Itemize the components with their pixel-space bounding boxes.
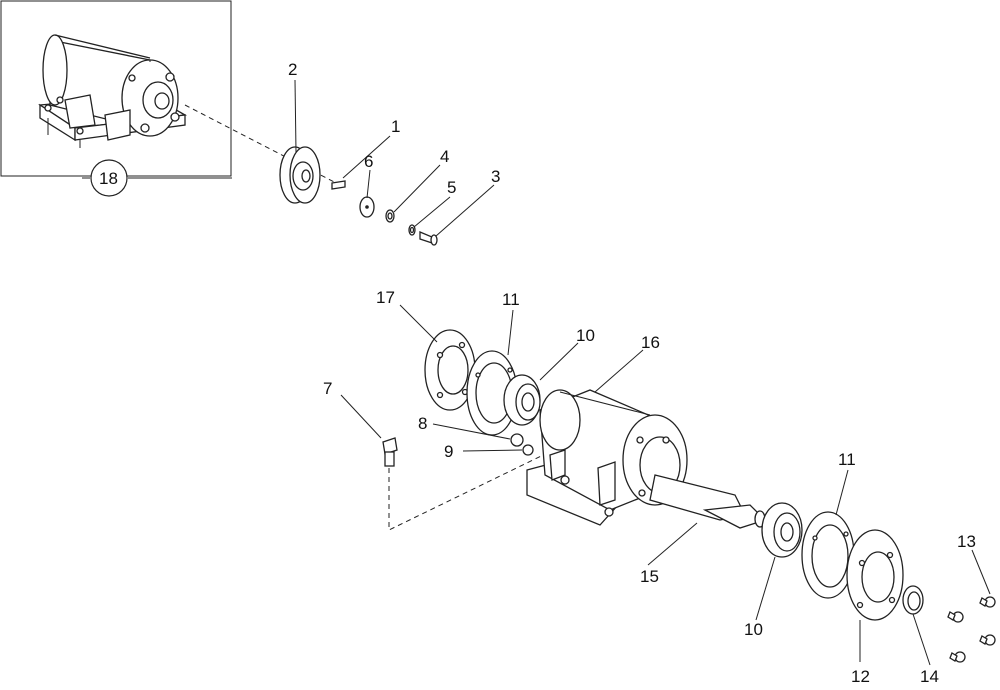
bearing-lower <box>761 502 803 558</box>
key <box>331 180 346 190</box>
motor-inset <box>0 0 232 177</box>
washer-large <box>359 196 375 218</box>
gasket-upper <box>466 350 518 436</box>
label-part-14: 14 <box>920 667 939 686</box>
worm-shaft <box>649 474 767 529</box>
end-flange <box>424 329 476 411</box>
label-part-2: 2 <box>288 60 297 79</box>
label-part-17: 17 <box>376 288 395 307</box>
label-part-15: 15 <box>640 567 659 586</box>
cover-screws <box>947 596 996 663</box>
label-part-18: 18 <box>99 169 118 188</box>
label-part-11-upper: 11 <box>502 290 520 309</box>
sealing-ring <box>522 444 534 456</box>
label-part-12: 12 <box>851 667 870 686</box>
washer-flat <box>385 209 395 223</box>
bolt-axis-line <box>388 424 606 531</box>
label-part-5: 5 <box>447 178 456 197</box>
drain-plug <box>510 433 524 447</box>
label-part-9: 9 <box>444 442 453 461</box>
label-part-6: 6 <box>364 152 373 171</box>
label-part-10-lower: 10 <box>744 620 763 639</box>
bearing-upper <box>503 374 541 426</box>
label-part-11-lower: 11 <box>838 450 856 469</box>
label-part-13: 13 <box>957 532 976 551</box>
gasket-lower <box>801 511 855 599</box>
label-part-4: 4 <box>440 147 449 166</box>
label-part-7: 7 <box>323 379 332 398</box>
leader-lines <box>82 79 991 666</box>
label-part-8: 8 <box>418 414 427 433</box>
label-part-1: 1 <box>391 117 400 136</box>
oil-seal <box>902 585 924 615</box>
lock-washer <box>408 224 416 236</box>
part-labels: 2 1 6 4 5 3 17 11 10 16 7 8 9 11 13 15 1… <box>90 60 976 686</box>
label-part-10-upper: 10 <box>576 326 595 345</box>
label-part-3: 3 <box>491 167 500 186</box>
bearing-cover <box>846 529 904 621</box>
gearbox-housing <box>526 389 688 526</box>
pulley-bolt <box>419 231 438 246</box>
pulley <box>279 146 321 204</box>
bolt-hex <box>382 437 398 467</box>
label-part-16: 16 <box>641 333 660 352</box>
